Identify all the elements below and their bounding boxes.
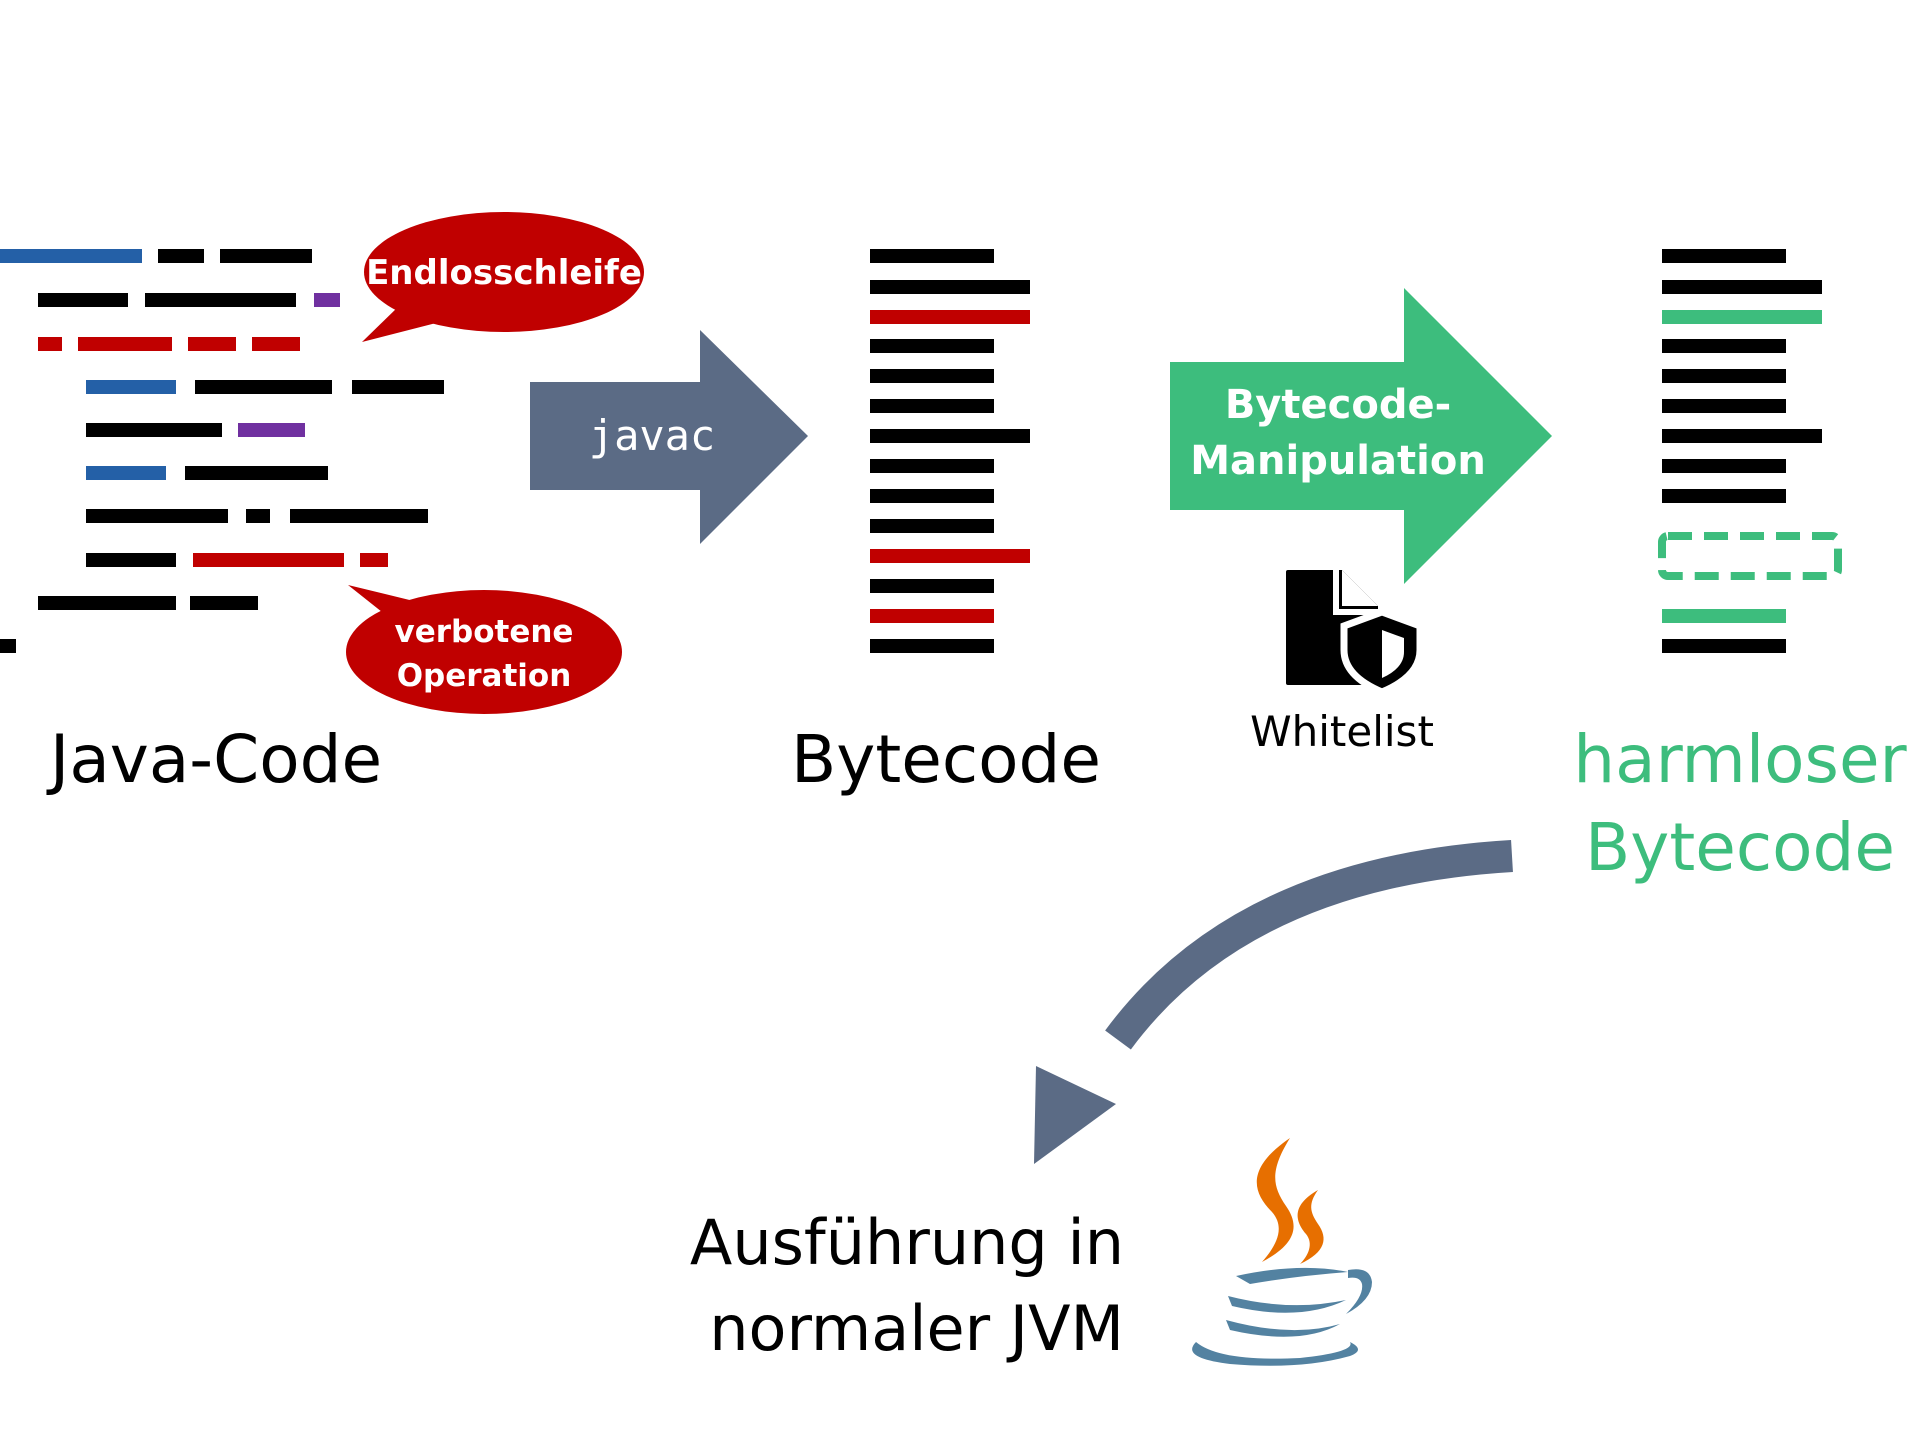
execution-label-line1: Ausführung in (690, 1206, 1124, 1279)
callout-infinite-loop-text: Endlosschleife (366, 253, 642, 293)
callout-infinite-loop: Endlosschleife (362, 212, 644, 342)
javac-label: javac (589, 411, 715, 460)
manipulation-label-line1: Bytecode- (1225, 382, 1451, 428)
execution-curved-arrow (1034, 840, 1513, 1164)
execution-label-line2: normaler JVM (709, 1292, 1124, 1365)
callout-forbidden-operation: verbotene Operation (346, 585, 622, 714)
document-shield-icon (1286, 570, 1424, 696)
java-code-block (0, 249, 444, 653)
whitelist-label: Whitelist (1250, 707, 1434, 756)
removed-instruction-placeholder (1658, 532, 1842, 580)
manipulation-label-line2: Manipulation (1190, 438, 1486, 484)
javac-arrow: javac (530, 330, 808, 544)
callout-forbidden-line2: Operation (397, 658, 572, 694)
bytecode-block (870, 249, 1030, 653)
bytecode-manipulation-arrow: Bytecode- Manipulation (1170, 288, 1552, 584)
bytecode-label: Bytecode (791, 721, 1101, 798)
java-coffee-cup-icon (1192, 1138, 1372, 1366)
harmless-label-line2: Bytecode (1585, 809, 1895, 886)
java-code-label: Java-Code (46, 721, 382, 798)
harmless-bytecode-block (1658, 249, 1842, 653)
callout-forbidden-line1: verbotene (395, 614, 574, 650)
harmless-label-line1: harmloser (1573, 721, 1907, 798)
